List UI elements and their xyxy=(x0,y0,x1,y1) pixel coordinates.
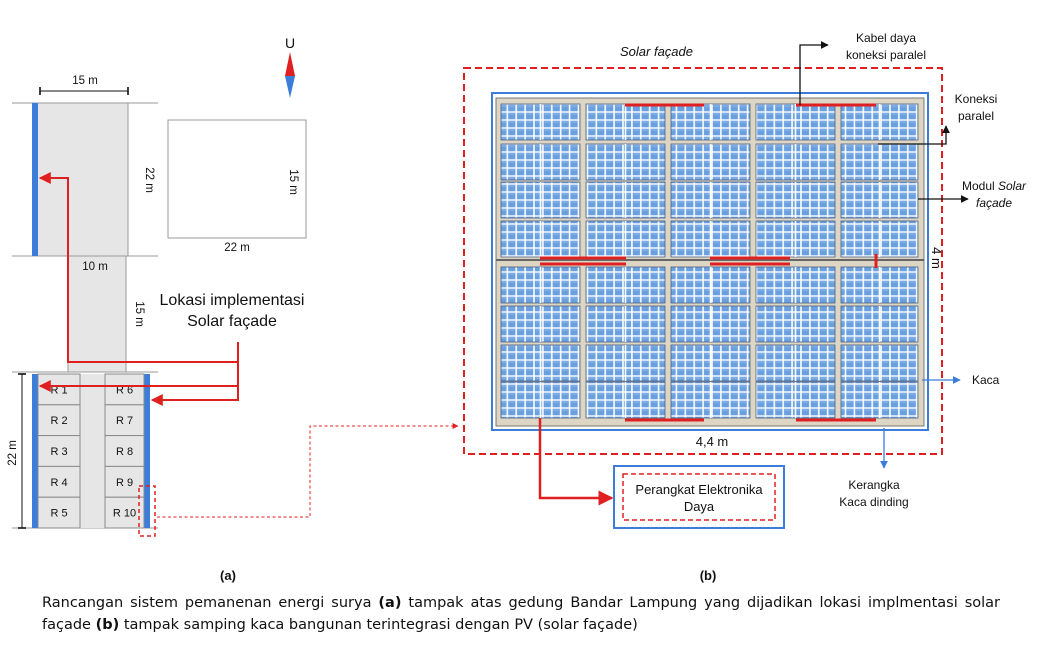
dim-corridor-length-label: 15 m xyxy=(133,301,145,327)
corridor xyxy=(67,255,127,373)
module-label-line1: Modul Solar xyxy=(962,179,1027,193)
room-cell xyxy=(37,404,81,437)
building-annex xyxy=(167,119,307,239)
frame-label-line1: Kerangka xyxy=(848,478,900,492)
north-label: U xyxy=(285,35,295,51)
room-cell xyxy=(37,465,81,498)
dim-corridor-width-label: 10 m xyxy=(82,261,108,273)
rooms-right: R 6 R 7 R 8 R 9 R 10 xyxy=(104,373,145,529)
room-cell xyxy=(104,465,145,498)
room-cell xyxy=(37,435,81,467)
room-label: R 3 xyxy=(50,446,67,458)
dim-top-label: 15 m xyxy=(72,75,98,87)
cable-label-line2: koneksi paralel xyxy=(846,48,926,62)
dim-width-label: 4,4 m xyxy=(696,434,729,449)
room-label: R 7 xyxy=(116,415,133,427)
room-label: R 6 xyxy=(116,384,133,396)
parallel-connections xyxy=(540,103,878,422)
dim-annex-right-label: 15 m xyxy=(287,169,299,195)
location-arrows xyxy=(38,172,239,406)
room-label: R 1 xyxy=(50,384,67,396)
rooms-left: R 1 R 2 R 3 R 4 R 5 xyxy=(37,373,81,529)
caption-bold-a: (a) xyxy=(378,595,402,611)
room-label: R 9 xyxy=(116,477,133,489)
dim-height-label: 4 m xyxy=(929,247,944,269)
room-label: R 10 xyxy=(113,508,136,520)
figure: U 15 m 22 m 15 m 22 m 10 m 15 m R 1R 2R … xyxy=(7,31,1027,583)
location-label-line1: Lokasi implementasi xyxy=(160,292,305,309)
cable-callout xyxy=(799,41,829,105)
link-arrow xyxy=(157,423,459,518)
pv-modules xyxy=(500,103,919,419)
parallel-label-line2: paralel xyxy=(958,109,994,123)
room-cell xyxy=(104,496,145,529)
room-cell xyxy=(104,404,145,437)
dim-annex-bottom-label: 22 m xyxy=(224,242,250,254)
panel-a: U 15 m 22 m 15 m 22 m 10 m 15 m R 1R 2R … xyxy=(7,35,459,583)
panel-b-sublabel: (b) xyxy=(700,568,717,583)
figure-caption: Rancangan sistem pemanenan energi surya … xyxy=(42,595,1000,633)
power-box-line2: Daya xyxy=(684,499,715,514)
selected-facade-box xyxy=(138,485,156,537)
room-cell xyxy=(37,496,81,529)
frame-label-line2: Kaca dinding xyxy=(839,495,908,509)
panel-a-sublabel: (a) xyxy=(220,568,236,583)
parallel-callout xyxy=(878,125,950,145)
room-label: R 2 xyxy=(50,415,67,427)
cable-label-line1: Kabel daya xyxy=(856,31,916,45)
power-box-line1: Perangkat Elektronika xyxy=(635,482,763,497)
facade-strip-top xyxy=(32,103,38,256)
power-electronics-box xyxy=(613,465,785,529)
room-label: R 8 xyxy=(116,446,133,458)
dim-block-height-label: 22 m xyxy=(7,440,19,466)
room-label: R 4 xyxy=(50,477,67,489)
power-cable xyxy=(538,418,614,506)
location-label-line2: Solar façade xyxy=(187,313,277,330)
module-label-line2: façade xyxy=(976,196,1012,210)
dim-annex-side-label: 22 m xyxy=(143,167,155,193)
panel-b: Solar façade Perangkat Elektronika Daya xyxy=(463,31,1027,583)
parallel-label-line1: Koneksi xyxy=(955,92,998,106)
building-top xyxy=(32,103,128,256)
facade-strip-bottom-right xyxy=(144,374,150,528)
north-arrow: U xyxy=(285,35,295,98)
room-label: R 5 xyxy=(50,508,67,520)
facade-strip-bottom-left xyxy=(32,374,38,528)
solar-facade-boundary xyxy=(463,67,943,455)
panel-b-title: Solar façade xyxy=(620,44,693,59)
caption-bold-b: (b) xyxy=(95,617,120,633)
room-cell xyxy=(37,373,81,406)
glass-label: Kaca xyxy=(972,373,1000,387)
